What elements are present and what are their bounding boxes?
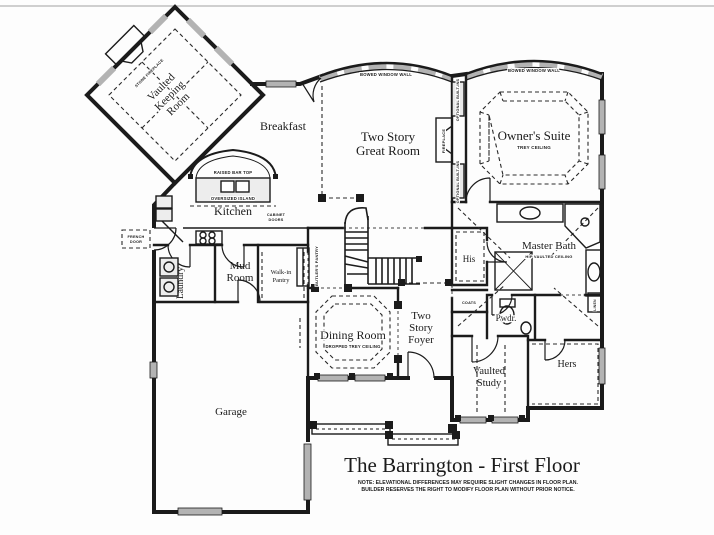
label-pantry-1: Walk-in	[271, 269, 293, 276]
label-oversized-island: OVERSIZED ISLAND	[211, 196, 255, 201]
label-foyer-2: Story	[409, 322, 433, 334]
great-room-fireplace	[435, 117, 453, 163]
label-great-room-2: Great Room	[356, 143, 420, 158]
raised-bar	[189, 148, 277, 179]
label-foyer-3: Foyer	[408, 334, 434, 346]
label-hers: Hers	[558, 359, 577, 370]
shower	[494, 251, 533, 291]
doors	[153, 77, 566, 379]
label-french-door-2: DOOR	[130, 240, 142, 244]
label-butlers-pantry: BUTLER'S PANTRY	[314, 246, 319, 286]
plan-note-1: NOTE: ELEVATIONAL DIFFERENCES MAY REQUIR…	[358, 480, 578, 486]
label-mud-2: Room	[227, 272, 254, 284]
bowed-window-walls	[318, 59, 604, 83]
label-study-1: Vaulted	[473, 366, 506, 377]
label-his: His	[463, 254, 476, 264]
label-dining: Dining Room	[320, 328, 386, 342]
plan-title: The Barrington - First Floor	[344, 453, 580, 477]
label-laundry: Laundry	[176, 267, 186, 299]
ceiling-lines	[108, 28, 599, 415]
label-master-bath: Master Bath	[522, 240, 577, 252]
title-block: The Barrington - First Floor NOTE: ELEVA…	[344, 453, 580, 493]
label-dining-sub: DROPPED TREY CEILING	[325, 344, 380, 349]
label-fireplace: FIREPLACE	[441, 129, 446, 154]
fixtures	[104, 24, 603, 335]
posts	[188, 174, 525, 439]
keeping-room-windows	[95, 13, 235, 87]
label-foyer-1: Two	[411, 310, 431, 322]
label-kitchen: Kitchen	[214, 204, 252, 218]
opening-headers	[307, 227, 585, 360]
label-garage: Garage	[215, 406, 247, 418]
label-raised-bar: RAISED BAR TOP	[214, 170, 253, 175]
label-builtins-top: OPTIONAL BUILT-INS	[456, 78, 460, 121]
stairs	[344, 207, 420, 285]
corner-tub	[564, 203, 601, 249]
label-french-door-1: FRENCH	[127, 235, 144, 239]
label-great-room-1: Two Story	[361, 129, 416, 144]
label-bowed-wall-left: BOWED WINDOW WALL	[360, 72, 412, 77]
label-master-bath-sub: HIP VAULTED CEILING	[525, 254, 572, 259]
label-mud-1: Mud	[230, 260, 251, 272]
label-owners-suite: Owner's Suite	[498, 128, 571, 143]
room-labels: Vaulted Keeping Room Breakfast Two Story…	[144, 70, 578, 418]
label-cabinet-doors-1: CABINET	[267, 213, 286, 217]
label-pwdr: Pwdr.	[496, 313, 517, 323]
label-study-2: Study	[477, 378, 502, 389]
label-pantry-2: Pantry	[273, 277, 291, 284]
label-cabinet-doors-2: DOORS	[269, 218, 284, 222]
label-bowed-wall-right: BOWED WINDOW WALL	[508, 68, 560, 73]
label-keeping-room: Vaulted Keeping Room	[144, 70, 194, 120]
windows	[149, 80, 606, 516]
label-breakfast: Breakfast	[260, 119, 307, 133]
label-linen: LINEN	[593, 299, 597, 311]
label-builtins-bottom: OPTIONAL BUILT-INS	[456, 160, 460, 203]
plan-note-2: BUILDER RESERVES THE RIGHT TO MODIFY FLO…	[361, 487, 575, 493]
label-owners-sub: TREY CEILING	[517, 145, 551, 150]
stone-fireplace	[104, 24, 147, 67]
label-coats: COATS	[462, 301, 476, 305]
